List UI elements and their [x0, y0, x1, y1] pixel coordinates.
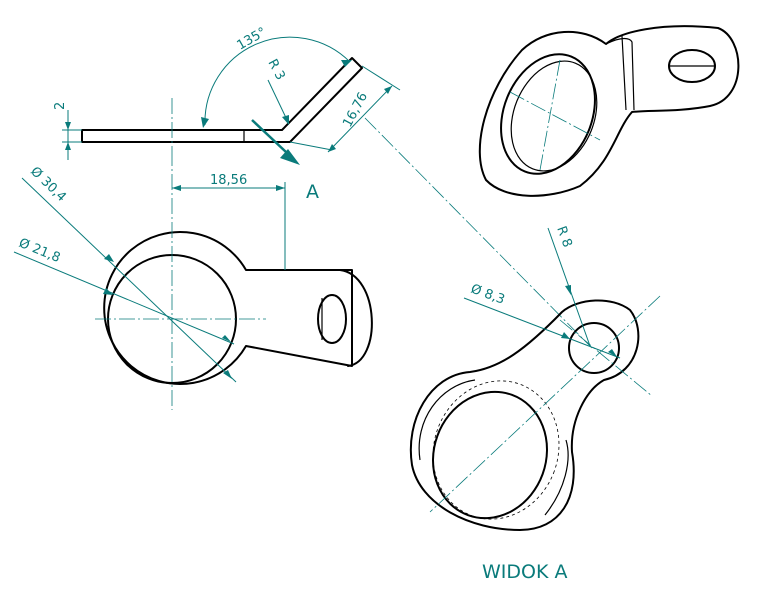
projection-line: [364, 117, 593, 349]
view-a-diagonal-centerline: [429, 295, 661, 513]
bend-radius-dimension: R 3: [264, 57, 289, 125]
iso-center-1: [509, 91, 601, 141]
offset-label: 18,56: [210, 173, 247, 188]
isometric-view: [478, 25, 740, 197]
iso-flange-bend: [605, 35, 635, 111]
inner-diameter-dimension: Ø 21,8: [13, 236, 235, 345]
small-hole-diameter-label: Ø 8,3: [469, 282, 507, 308]
view-a-small-hole: [568, 322, 620, 374]
outer-diameter-dimension: Ø 30,4: [21, 164, 237, 383]
view-a-large-hole: [432, 390, 548, 520]
thickness-dimension: 2: [53, 102, 82, 160]
view-a-inner-edge: [418, 379, 569, 516]
view-a-cross-centerline: [559, 319, 653, 397]
outer-diameter-label: Ø 30,4: [27, 164, 69, 205]
flange-length-label: 16,76: [340, 90, 371, 130]
iso-large-hole: [500, 53, 596, 175]
inner-diameter-label: Ø 21,8: [17, 236, 63, 266]
small-hole: [317, 294, 347, 344]
tab-radius-label: R 8: [553, 224, 574, 249]
flange-length-dimension: 16,76: [289, 65, 401, 153]
bent-flange-edge: [339, 269, 373, 367]
offset-dimension: 18,56: [172, 173, 286, 270]
iso-center-2: [539, 59, 561, 171]
thickness-label: 2: [53, 102, 68, 110]
view-a-title: WIDOK A: [482, 561, 567, 583]
view-a-large-hole-hidden: [432, 380, 560, 520]
iso-outer-outline: [478, 25, 740, 197]
view-a: Ø 8,3 R 8 WIDOK A: [409, 224, 661, 583]
view-arrow-label: A: [306, 181, 319, 203]
tab-radius-dimension: R 8: [547, 224, 591, 347]
view-arrow: A: [251, 119, 319, 203]
bend-radius-label: R 3: [264, 57, 287, 83]
iso-small-hole: [668, 49, 716, 83]
top-view-outline: [103, 231, 353, 385]
small-hole-diameter-dimension: Ø 8,3: [463, 282, 621, 359]
iso-large-hole-rim: [510, 60, 598, 172]
view-a-outline: [409, 299, 640, 531]
angle-label: 135°: [235, 25, 270, 54]
